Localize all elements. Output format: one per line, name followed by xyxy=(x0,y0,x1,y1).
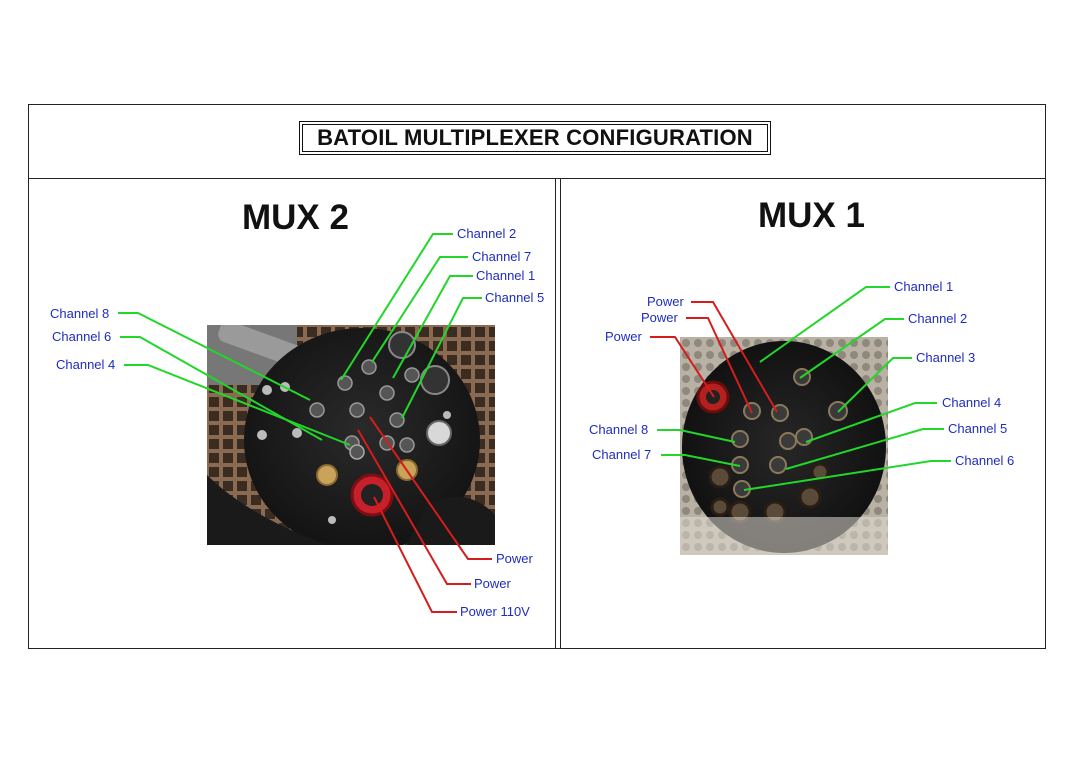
mux1-label-channel-5: Channel 5 xyxy=(948,421,1008,436)
title-box: BATOIL MULTIPLEXER CONFIGURATION xyxy=(299,121,771,155)
mux2-label-channel-2: Channel 2 xyxy=(457,226,517,241)
mux1-label-channel-7: Channel 7 xyxy=(592,447,652,462)
mux1-label-channel-2: Channel 2 xyxy=(908,311,968,326)
mux2-label-power-b: Power xyxy=(474,576,511,591)
mux2-label-power-110v: Power 110V xyxy=(460,604,530,619)
panel-divider-right xyxy=(560,178,561,649)
mux1-label-channel-1: Channel 1 xyxy=(894,279,954,294)
mux1-label-channel-6: Channel 6 xyxy=(955,453,1015,468)
mux2-title: MUX 2 xyxy=(242,198,349,237)
mux2-photo xyxy=(207,325,495,545)
diagram-frame xyxy=(28,104,1046,649)
mux1-label-power-c: Power xyxy=(605,329,642,344)
mux2-label-channel-1: Channel 1 xyxy=(476,268,536,283)
mux2-label-power-a: Power xyxy=(496,551,533,566)
mux1-label-channel-3: Channel 3 xyxy=(916,350,976,365)
mux1-photo xyxy=(680,337,888,555)
mux1-title: MUX 1 xyxy=(758,196,865,235)
mux2-label-channel-8: Channel 8 xyxy=(50,306,110,321)
mux1-label-power-b: Power xyxy=(641,310,678,325)
mux1-label-power-a: Power xyxy=(647,294,684,309)
page-title: BATOIL MULTIPLEXER CONFIGURATION xyxy=(317,125,753,150)
mux1-label-channel-8: Channel 8 xyxy=(589,422,649,437)
mux2-label-channel-6: Channel 6 xyxy=(52,329,112,344)
mux2-label-channel-7: Channel 7 xyxy=(472,249,532,264)
mux2-label-channel-5: Channel 5 xyxy=(485,290,545,305)
mux2-label-channel-4: Channel 4 xyxy=(56,357,116,372)
mux1-label-channel-4: Channel 4 xyxy=(942,395,1002,410)
header-divider xyxy=(28,178,1046,179)
panel-divider-left xyxy=(555,178,556,649)
